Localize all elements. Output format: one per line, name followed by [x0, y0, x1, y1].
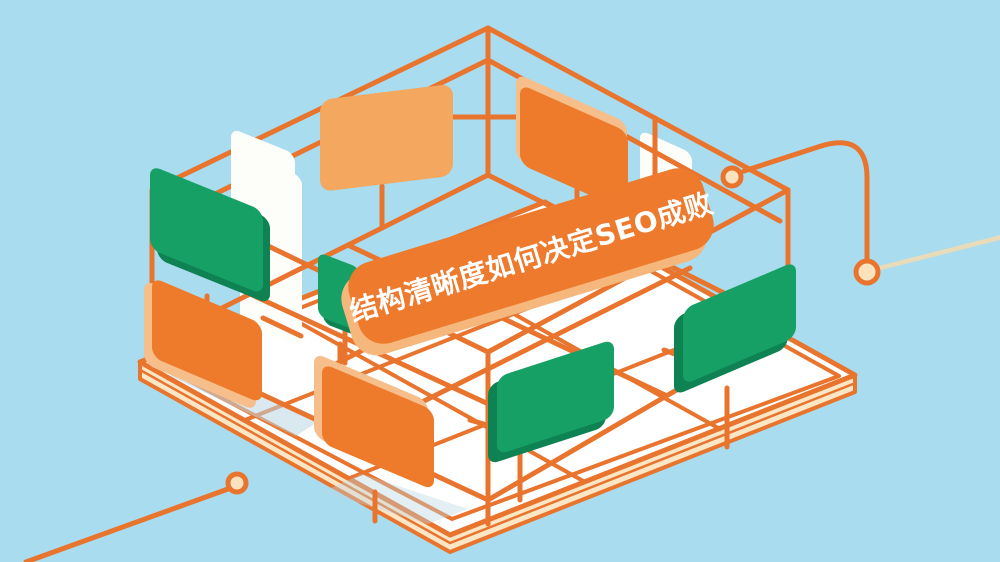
- node-circle-icon: [720, 165, 744, 189]
- node-circle-icon: [853, 258, 881, 286]
- node-circle-icon: [225, 471, 249, 495]
- connector-line: [23, 486, 231, 562]
- panel-orange-center: [314, 355, 434, 488]
- panel-green-top-left: [150, 168, 270, 302]
- connector-curve: [741, 140, 870, 261]
- panel-orange-top: [516, 76, 628, 209]
- connector-node-bottom-left: [23, 471, 249, 562]
- panel-peach-top: [320, 85, 453, 191]
- platform-seam: [140, 369, 855, 545]
- panel-green-right: [674, 264, 796, 393]
- panel-shadow: [322, 474, 468, 524]
- connector-node-top-right: [720, 140, 1000, 286]
- panel-green-bottom-center: [488, 341, 614, 463]
- panel-orange-left: [144, 280, 262, 408]
- tan-line: [877, 235, 1000, 271]
